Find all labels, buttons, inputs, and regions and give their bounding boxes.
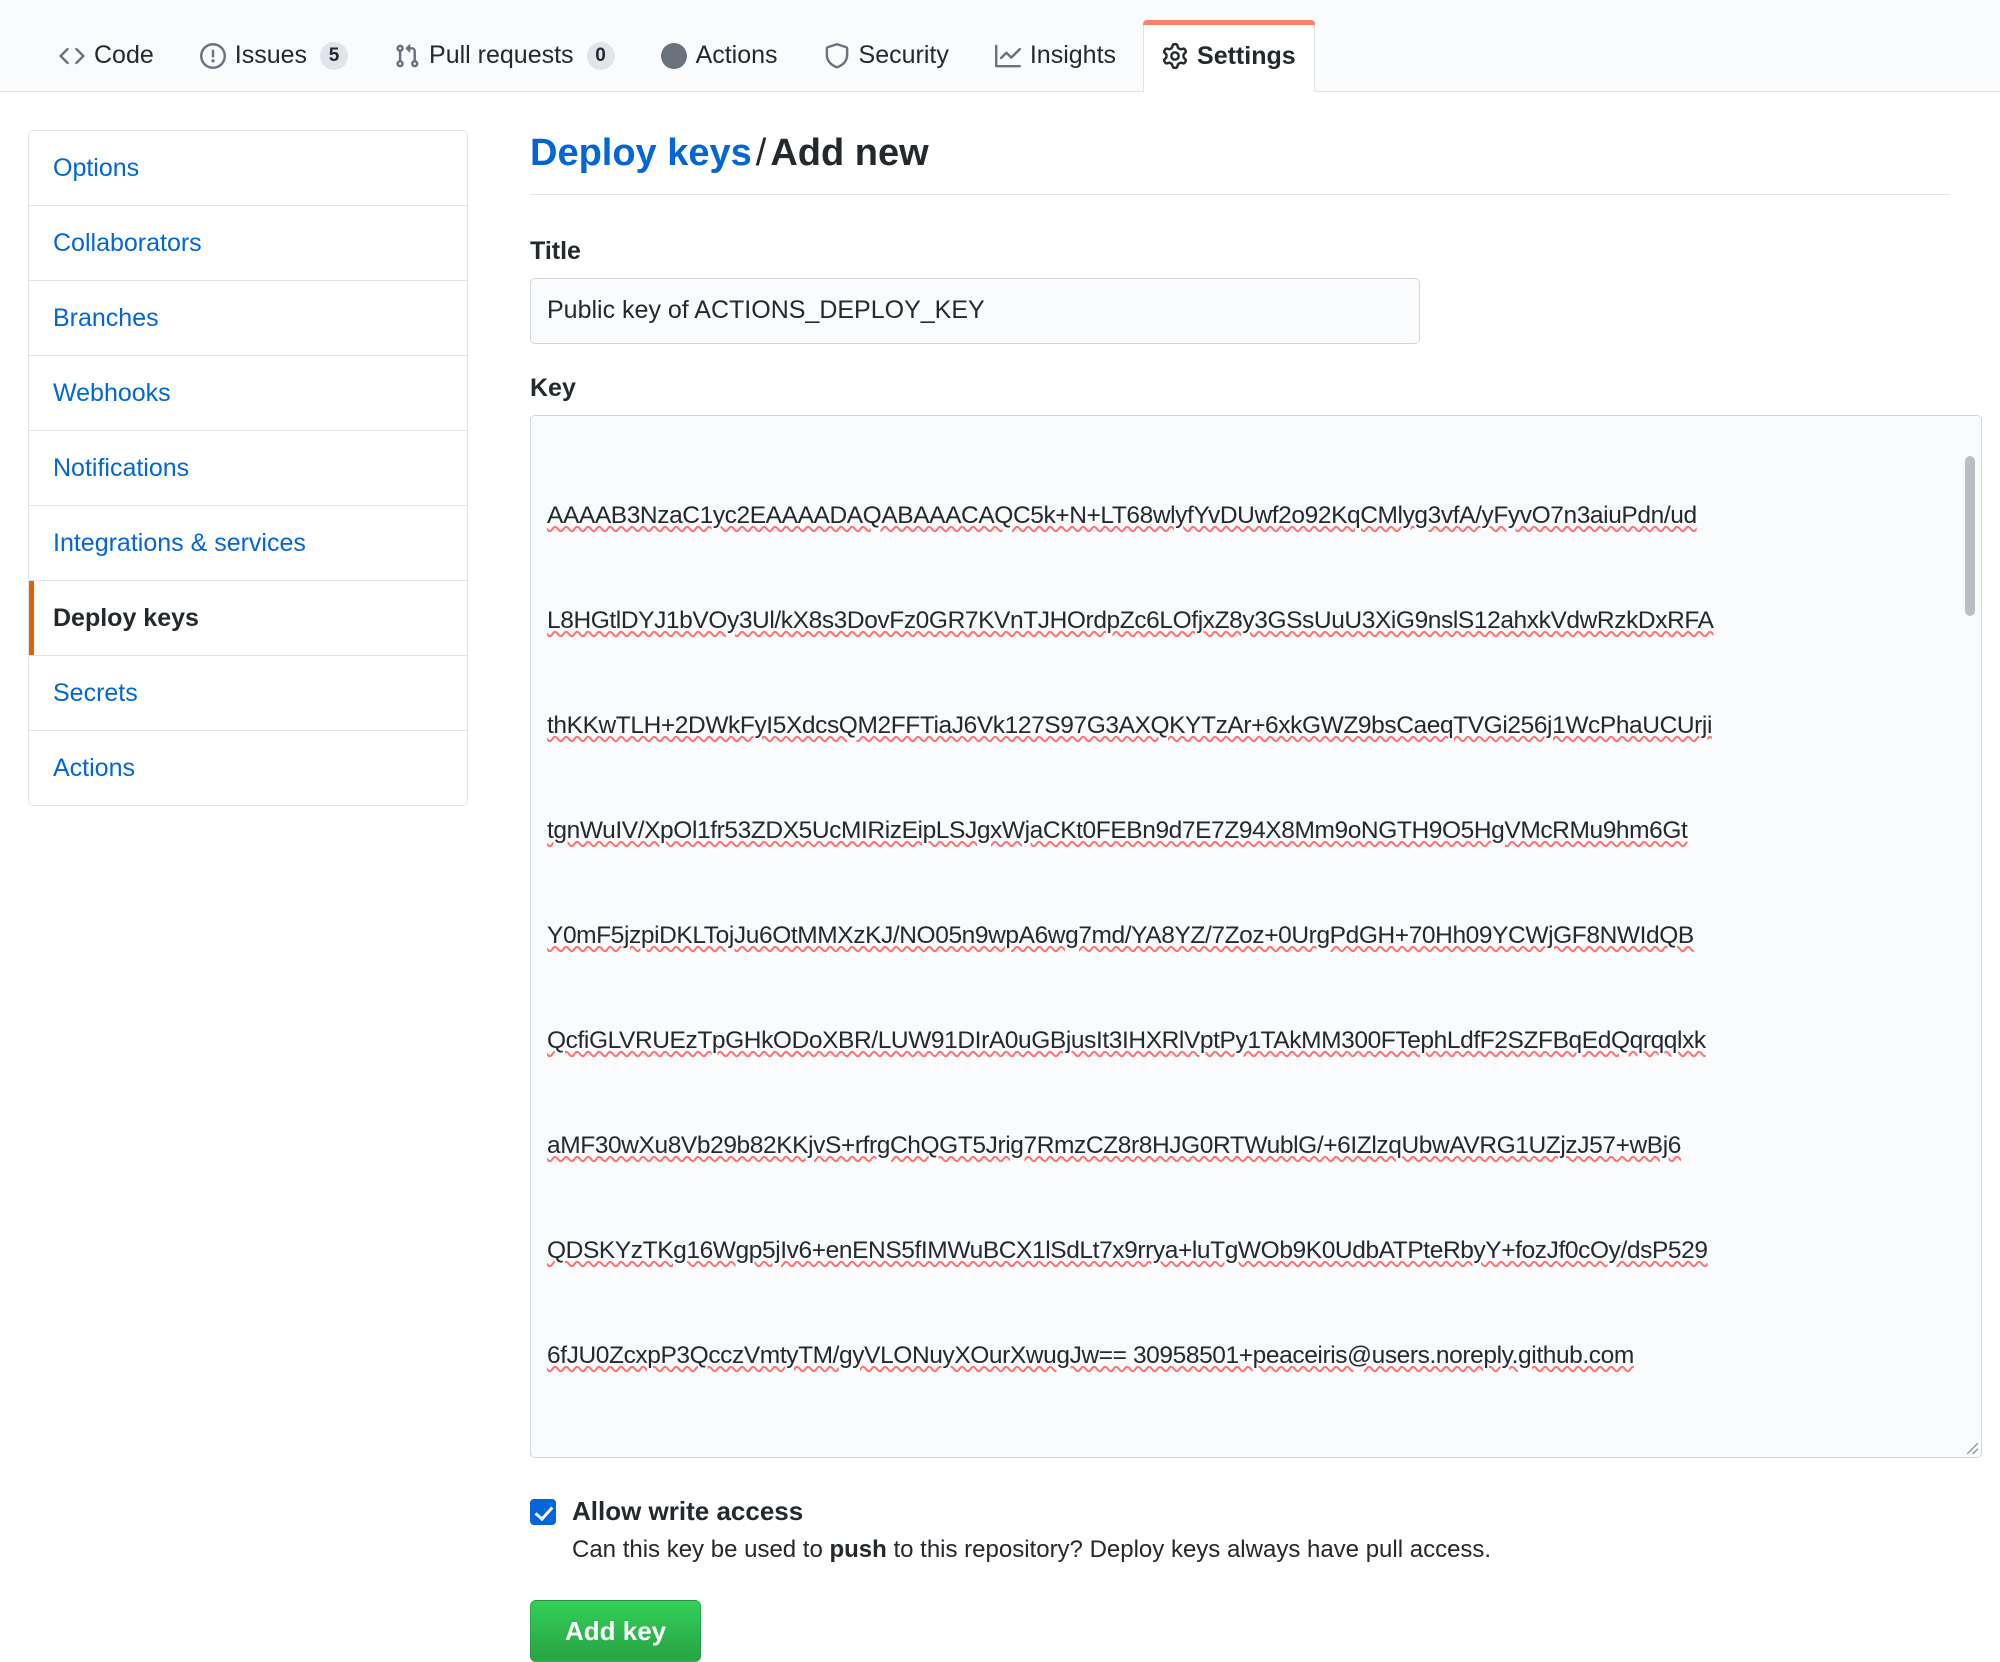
key-line: Y0mF5jzpiDKLTojJu6OtMMXzKJ/NO05n9wpA6wg7…	[547, 921, 1694, 949]
allow-write-access-row[interactable]: Allow write access	[530, 1494, 1950, 1528]
key-field-block: Key AAAAB3NzaC1yc2EAAAADAQABAAACAQC5k+N+…	[530, 373, 1982, 1458]
key-line: 6fJU0ZcxpP3QcczVmtyTM/gyVLONuyXOurXwugJw…	[547, 1341, 1634, 1369]
tab-issues-label: Issues	[234, 41, 308, 69]
key-textarea-content: AAAAB3NzaC1yc2EAAAADAQABAAACAQC5k+N+LT68…	[547, 428, 1965, 1443]
allow-write-access-label[interactable]: Allow write access	[572, 1495, 804, 1526]
tab-security-label: Security	[858, 41, 949, 69]
sidebar-item-deploy-keys[interactable]: Deploy keys	[29, 581, 467, 656]
key-line: tgnWuIV/XpOl1fr53ZDX5UcMIRizEipLSJgxWjaC…	[547, 816, 1688, 844]
allow-write-access-checkbox[interactable]	[530, 1498, 556, 1525]
key-label: Key	[530, 373, 576, 402]
sidebar-item-notifications[interactable]: Notifications	[29, 431, 467, 506]
key-textarea-scrollbar[interactable]	[1965, 455, 1975, 616]
tab-settings[interactable]: Settings	[1143, 20, 1315, 92]
shield-icon	[824, 42, 850, 69]
sidebar-item-webhooks[interactable]: Webhooks	[29, 356, 467, 431]
tab-code-label: Code	[94, 41, 154, 69]
tab-actions[interactable]: Actions	[642, 19, 797, 91]
key-line: QcfiGLVRUEzTpGHkODoXBR/LUW91DIrA0uGBjusI…	[547, 1026, 1706, 1054]
sidebar-item-actions[interactable]: Actions	[29, 731, 467, 805]
add-key-button[interactable]: Add key	[530, 1599, 702, 1662]
breadcrumb-current: Add new	[770, 132, 929, 174]
main-content: Deploy keys/Add new Title Key AAAAB3NzaC…	[468, 130, 1982, 1662]
key-line: thKKwTLH+2DWkFyI5XdcsQM2FFTiaJ6Vk127S97G…	[547, 711, 1713, 739]
breadcrumb-separator: /	[755, 132, 767, 174]
tab-insights-label: Insights	[1029, 41, 1117, 69]
key-line: QDSKYzTKg16Wgp5jIv6+enENS5fIMWuBCX1lSdLt…	[547, 1236, 1708, 1264]
issues-count: 5	[320, 41, 349, 70]
tab-actions-label: Actions	[695, 41, 778, 69]
play-icon	[660, 42, 687, 69]
tab-code[interactable]: Code	[40, 19, 173, 91]
tab-settings-label: Settings	[1197, 41, 1296, 70]
tab-pull-requests[interactable]: Pull requests 0	[375, 19, 634, 91]
key-line: L8HGtlDYJ1bVOy3Ul/kX8s3DovFz0GR7KVnTJHOr…	[547, 606, 1714, 634]
graph-icon	[994, 43, 1021, 69]
resize-handle-icon[interactable]	[1961, 1437, 1979, 1455]
title-input[interactable]	[530, 277, 1420, 344]
note-text-before: Can this key be used to	[572, 1535, 830, 1563]
tab-insights[interactable]: Insights	[976, 19, 1135, 91]
note-text-after: to this repository? Deploy keys always h…	[886, 1535, 1492, 1563]
repository-nav: Code Issues 5 Pull requests 0 Actions Se…	[0, 0, 2000, 92]
note-text-bold: push	[829, 1535, 887, 1563]
page-body: Options Collaborators Branches Webhooks …	[0, 92, 2000, 1662]
allow-write-access-note: Can this key be used to push to this rep…	[572, 1534, 1950, 1566]
sidebar-item-integrations-services[interactable]: Integrations & services	[29, 506, 467, 581]
git-pull-request-icon	[394, 43, 420, 69]
tab-security[interactable]: Security	[805, 19, 968, 91]
sidebar-item-branches[interactable]: Branches	[29, 281, 467, 356]
sidebar-item-secrets[interactable]: Secrets	[29, 656, 467, 731]
page-title: Deploy keys/Add new	[530, 130, 1950, 195]
sidebar-item-options[interactable]: Options	[29, 131, 467, 206]
issue-opened-icon	[199, 42, 226, 69]
pull-requests-count: 0	[586, 41, 615, 70]
breadcrumb-deploy-keys-link[interactable]: Deploy keys	[530, 132, 752, 174]
tab-issues[interactable]: Issues 5	[181, 19, 367, 91]
gear-icon	[1162, 43, 1188, 69]
title-label: Title	[530, 236, 581, 265]
key-line: AAAAB3NzaC1yc2EAAAADAQABAAACAQC5k+N+LT68…	[547, 501, 1697, 529]
settings-sidebar: Options Collaborators Branches Webhooks …	[28, 130, 468, 806]
title-field-block: Title	[530, 237, 1950, 344]
key-line: aMF30wXu8Vb29b82KKjvS+rfrgChQGT5Jrig7Rmz…	[547, 1131, 1681, 1159]
sidebar-item-collaborators[interactable]: Collaborators	[29, 206, 467, 281]
tab-pull-requests-label: Pull requests	[429, 41, 574, 69]
code-icon	[59, 43, 85, 69]
key-textarea[interactable]: AAAAB3NzaC1yc2EAAAADAQABAAACAQC5k+N+LT68…	[530, 414, 1982, 1458]
